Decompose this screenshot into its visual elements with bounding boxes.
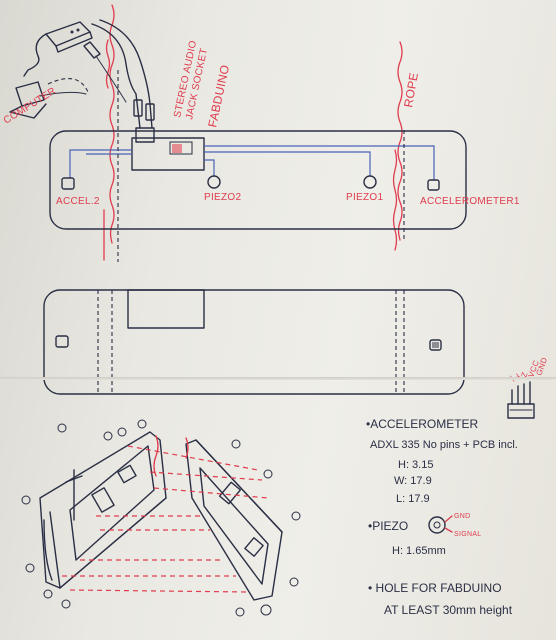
accel2-square bbox=[61, 177, 75, 190]
piezo-symbol-icon bbox=[428, 515, 453, 534]
note-l: L: 17.9 bbox=[396, 493, 430, 505]
note-piezo-gnd: GND bbox=[454, 513, 470, 520]
note-w: W: 17.9 bbox=[394, 475, 432, 487]
note-accelerometer-title: •ACCELEROMETER bbox=[366, 417, 479, 431]
accel1-label: ACCELEROMETER1 bbox=[420, 196, 520, 207]
piezo1-label: PIEZO1 bbox=[346, 192, 384, 203]
middle-sketch bbox=[43, 289, 465, 395]
fabduino-box bbox=[131, 137, 205, 171]
accelerometer-pin-sketch bbox=[507, 381, 535, 419]
note-piezo-signal: SIGNAL bbox=[454, 531, 481, 538]
usb-device-icon bbox=[23, 21, 127, 103]
note-piezo-h: H: 1.65mm bbox=[392, 545, 446, 557]
rope-label: ROPE bbox=[401, 71, 421, 108]
piezo1-circle bbox=[363, 175, 377, 189]
pin-gnd-label: GND bbox=[534, 356, 549, 377]
computer-label: COMPUTER bbox=[2, 86, 58, 127]
jack-socket bbox=[135, 127, 155, 143]
piezo2-label: PIEZO2 bbox=[204, 192, 242, 203]
note-piezo-title: •PIEZO bbox=[368, 519, 408, 533]
computer-icon bbox=[9, 78, 89, 119]
note-accelerometer-spec: ADXL 335 No pins + PCB incl. bbox=[370, 439, 518, 451]
middle-body-outline bbox=[43, 289, 465, 395]
rope-line-left bbox=[109, 4, 115, 244]
note-h: H: 3.15 bbox=[398, 459, 433, 471]
top-sketch bbox=[9, 4, 467, 262]
accel1-square bbox=[427, 179, 440, 191]
piezo2-circle bbox=[207, 175, 221, 189]
fabduino-label: FABDUINO bbox=[205, 63, 232, 128]
exploded-view bbox=[21, 419, 301, 617]
top-body-outline bbox=[49, 130, 467, 230]
pin-z-label: Z bbox=[519, 371, 529, 379]
note-hole-line2: AT LEAST 30mm height bbox=[384, 603, 513, 617]
rope-line-right bbox=[397, 41, 403, 241]
accel2-label: ACCEL.2 bbox=[56, 196, 100, 207]
note-hole-line1: • HOLE FOR FABDUINO bbox=[368, 581, 502, 595]
fabduino-hole bbox=[127, 289, 205, 329]
